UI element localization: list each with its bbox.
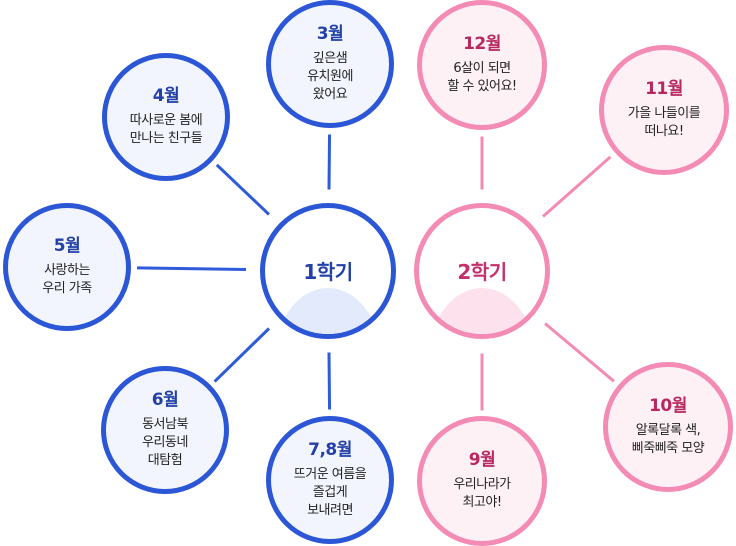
- hub-wave-shape: [275, 288, 381, 334]
- first-semester-hub: 1학기: [260, 203, 396, 339]
- month-title: 4월: [152, 86, 180, 106]
- second-semester-label: 2학기: [457, 260, 507, 284]
- month-bubble-10: 10월 알록달록 색,삐죽삐죽 모양: [603, 362, 733, 492]
- connector-10: [543, 322, 615, 383]
- connector-9: [480, 353, 484, 410]
- month-description: 알록달록 색,삐죽삐죽 모양: [631, 423, 705, 456]
- connector-11: [542, 155, 612, 218]
- hub-wave-shape: [429, 288, 535, 334]
- connector-3: [327, 133, 331, 190]
- connector-12: [480, 136, 484, 189]
- first-semester-label: 1학기: [303, 260, 353, 284]
- connector-6: [214, 327, 271, 383]
- month-title: 6월: [151, 390, 179, 410]
- connector-78: [327, 352, 331, 410]
- month-title: 7,8월: [308, 440, 352, 460]
- connector-4: [215, 164, 270, 216]
- month-title: 10월: [649, 396, 687, 416]
- second-semester-hub: 2학기: [414, 203, 550, 339]
- month-title: 5월: [53, 236, 81, 256]
- connector-5: [136, 266, 247, 272]
- month-title: 9월: [468, 450, 496, 470]
- month-title: 3월: [316, 24, 344, 44]
- month-title: 11월: [645, 79, 683, 99]
- month-title: 12월: [463, 34, 501, 54]
